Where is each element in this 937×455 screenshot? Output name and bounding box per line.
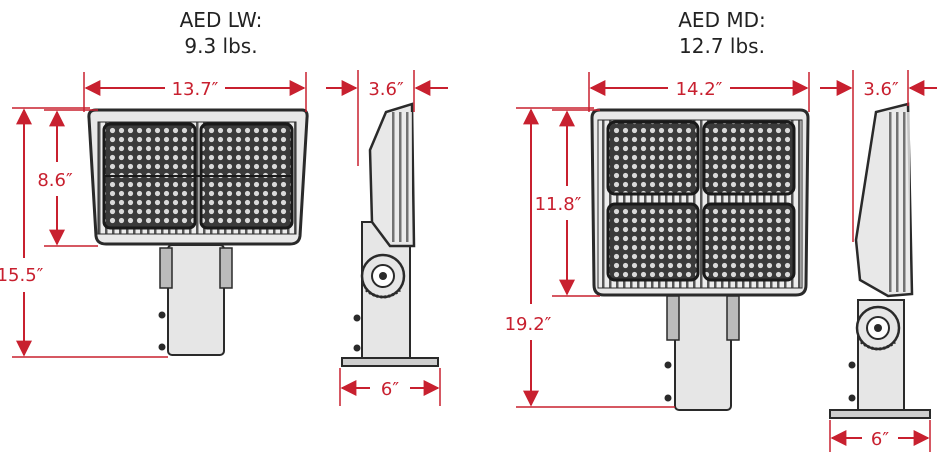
md-housing-height-label: 11.8″	[535, 194, 582, 215]
model-lw-name: AED LW:	[180, 8, 263, 32]
model-md-name: AED MD:	[678, 8, 765, 32]
model-md: AED MD: 12.7 lbs.	[505, 8, 937, 452]
md-front-width-label: 14.2″	[676, 79, 723, 100]
lw-dimensions: 13.7″ 8.6″ 15.5″ 3.6″ 6″	[0, 70, 448, 406]
md-base-width-label: 6″	[871, 429, 889, 450]
model-lw: AED LW: 9.3 lbs.	[0, 8, 448, 406]
lw-housing-height-label: 8.6″	[37, 170, 73, 191]
md-front-view	[590, 108, 810, 411]
lw-side-depth-label: 3.6″	[368, 79, 404, 100]
lw-overall-height-label: 15.5″	[0, 265, 44, 286]
model-md-weight: 12.7 lbs.	[679, 34, 765, 58]
lw-front-view	[87, 108, 309, 356]
md-dimensions: 14.2″ 11.8″ 19.2″ 3.6″ 6″	[505, 70, 937, 452]
model-lw-weight: 9.3 lbs.	[184, 34, 257, 58]
md-side-depth-label: 3.6″	[863, 79, 899, 100]
lw-side-view	[341, 102, 439, 367]
md-overall-height-label: 19.2″	[505, 314, 552, 335]
md-side-view	[829, 102, 931, 419]
lw-base-width-label: 6″	[381, 379, 399, 400]
lw-front-width-label: 13.7″	[172, 79, 219, 100]
